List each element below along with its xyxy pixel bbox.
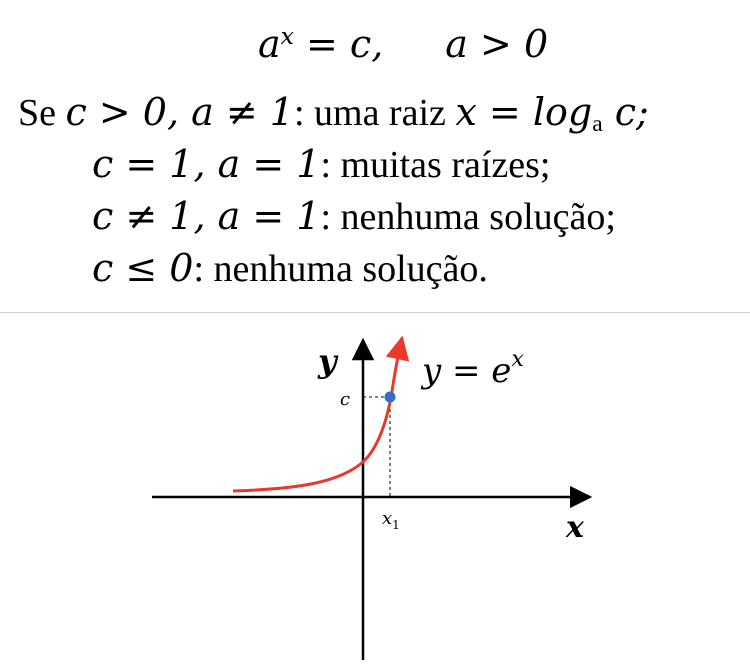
exp-curve [232, 335, 410, 493]
case-text: : uma raiz [293, 92, 456, 134]
main-equation: ax = c, a > 0 [258, 22, 548, 66]
divider [0, 312, 750, 313]
curve-label-main: y = e [420, 351, 511, 391]
log-base: a [592, 110, 603, 137]
case-line-4: c ≤ 0: nenhuma solução. [92, 246, 488, 291]
case-prefix: Se [18, 92, 66, 134]
log-formula-arg: c; [602, 90, 649, 134]
eq-base: a [258, 22, 281, 66]
x1-label: x1 [382, 508, 400, 532]
case-text: : muitas raízes; [320, 144, 551, 186]
case-condition: c ≠ 1, a = 1 [92, 194, 321, 238]
x1-subscript: 1 [392, 518, 400, 532]
eq-rhs: = c, [293, 22, 384, 66]
exponential-graph: y x c x1 y = ex [152, 335, 593, 660]
c-label: c [340, 389, 350, 410]
case-condition: c ≤ 0 [92, 246, 194, 290]
x-axis-label: x [565, 510, 585, 545]
case-text: : nenhuma solução; [320, 196, 616, 238]
eq-exponent: x [280, 22, 294, 51]
curve-label-exp: x [511, 347, 524, 372]
case-condition: c = 1, a = 1 [92, 142, 321, 186]
solution-point [384, 391, 396, 403]
case-line-3: c ≠ 1, a = 1: nenhuma solução; [92, 194, 616, 239]
case-line-1: Se c > 0, a ≠ 1: uma raiz x = loga c; [18, 90, 649, 137]
log-formula: x = log [455, 90, 593, 134]
y-axis-label: y [317, 342, 339, 380]
curve-label: y = ex [420, 347, 524, 391]
case-text: : nenhuma solução. [193, 248, 488, 290]
x1-base: x [382, 508, 392, 529]
eq-condition: a > 0 [445, 22, 549, 66]
case-condition: c > 0, a ≠ 1 [65, 90, 294, 134]
case-line-2: c = 1, a = 1: muitas raízes; [92, 142, 551, 187]
